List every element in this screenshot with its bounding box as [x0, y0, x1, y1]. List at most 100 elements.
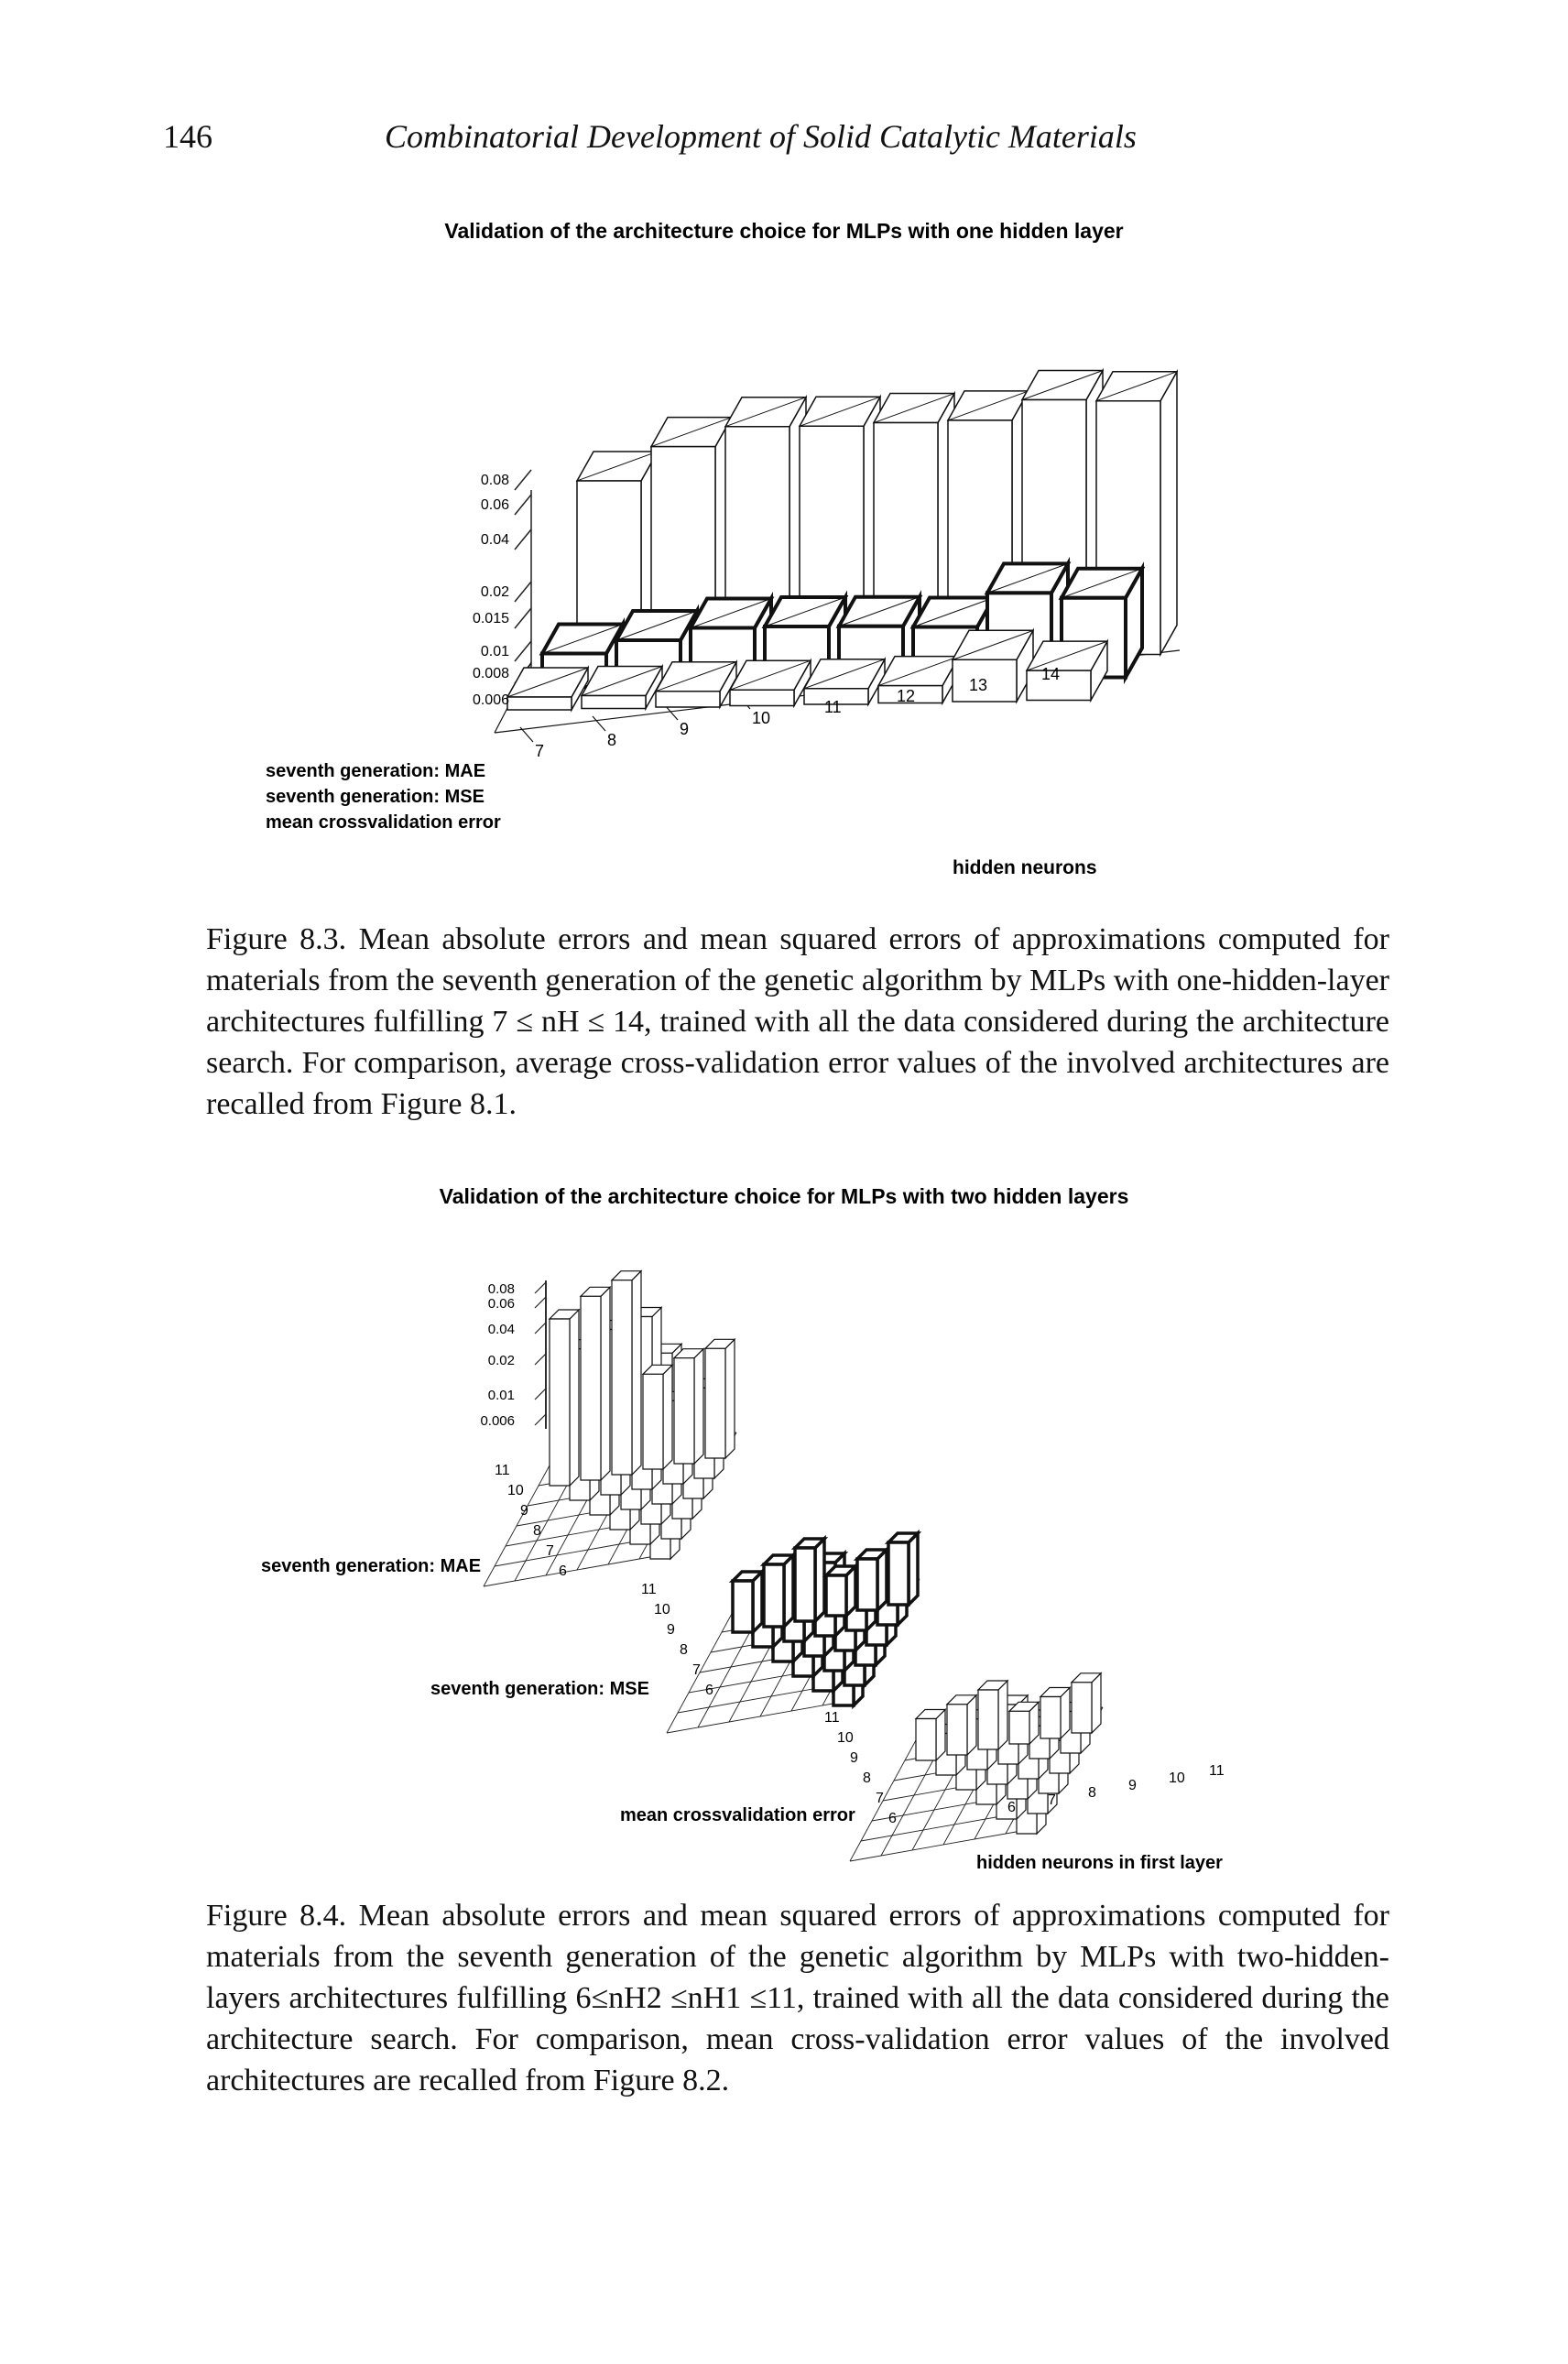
- chart2-z-tick-label: 0.006: [480, 1413, 515, 1429]
- chart2-bar: [945, 1694, 978, 1757]
- chart2-bar: [728, 1567, 767, 1637]
- chart2-second-layer-tick: 6: [559, 1563, 567, 1579]
- chart2-bar: [641, 1363, 674, 1471]
- chart2-first-layer-tick: 11: [1209, 1763, 1225, 1779]
- chart2-bar: [579, 1285, 612, 1482]
- chart1-x-tick-label: 11: [824, 698, 842, 716]
- chart1-x-tick: [519, 726, 534, 743]
- chart1-z-tick: [514, 640, 532, 662]
- chart2-floor-grid: [666, 1699, 855, 1734]
- figure-8-4-chart: Validation of the architecture choice fo…: [261, 1184, 1225, 1873]
- page-number: 146: [163, 118, 212, 155]
- chart2-second-layer-tick: 7: [876, 1791, 884, 1806]
- chart1-legend-cv: mean crossvalidation error: [266, 812, 501, 833]
- running-title: Combinatorial Development of Solid Catal…: [385, 118, 1137, 155]
- chart2-first-layer-tick: 10: [1169, 1770, 1185, 1786]
- chart1-bar: [654, 659, 738, 710]
- chart2-first-layer-tick: 7: [1048, 1792, 1056, 1808]
- chart1-bar: [728, 658, 812, 709]
- chart1-z-tick: [514, 469, 532, 491]
- chart2-first-layer-tick: 6: [1007, 1800, 1016, 1815]
- chart2-z-tick: [534, 1322, 547, 1335]
- chart2-second-layer-tick: 7: [546, 1543, 554, 1559]
- chart2-bar: [790, 1534, 829, 1626]
- chart2-title: Validation of the architecture choice fo…: [440, 1184, 1129, 1208]
- chart2-bar: [610, 1269, 643, 1476]
- chart2-bar: [1039, 1686, 1072, 1740]
- chart1-z-tick-label: 0.015: [473, 611, 509, 626]
- chart1-x-tick: [592, 715, 606, 732]
- chart2-second-layer-tick: 8: [533, 1523, 541, 1539]
- chart1-x-tick-label: 14: [1041, 665, 1060, 683]
- chart1-z-tick-label: 0.01: [481, 644, 509, 659]
- chart2-z-tick-label: 0.06: [488, 1296, 515, 1312]
- chart1-bar: [580, 663, 664, 712]
- chart2-second-layer-tick: 11: [824, 1710, 840, 1726]
- chart2-floor-grid: [483, 1552, 671, 1587]
- chart1-z-tick: [514, 528, 532, 550]
- chart2-z-tick: [534, 1281, 547, 1294]
- chart1-z-tick-label: 0.06: [481, 497, 509, 513]
- figure-8-3-chart: Validation of the architecture choice fo…: [266, 219, 1181, 878]
- chart2-second-layer-tick: 11: [641, 1582, 657, 1597]
- chart2-second-layer-tick: 9: [850, 1750, 858, 1766]
- chart2-bar: [853, 1545, 891, 1615]
- chart2-second-layer-tick: 9: [667, 1622, 675, 1638]
- chart2-legend-cv: mean crossvalidation error: [620, 1805, 855, 1825]
- chart2-bar: [1070, 1672, 1103, 1735]
- chart1-bar: [506, 665, 590, 713]
- chart1-x-tick-label: 12: [897, 687, 915, 705]
- chart1-legend-mae: seventh generation: MAE: [266, 761, 485, 781]
- chart1-z-tick-label: 0.08: [481, 473, 509, 488]
- chart1-z-tick: [514, 581, 532, 603]
- chart2-z-tick: [534, 1413, 547, 1426]
- chart1-bar: [951, 627, 1035, 704]
- chart2-bar: [548, 1308, 581, 1487]
- chart1-xlabel: hidden neurons: [953, 857, 1097, 878]
- chart1-z-tick: [514, 607, 532, 629]
- chart2-second-layer-tick: 6: [888, 1811, 897, 1826]
- chart2-z-tick-label: 0.02: [488, 1353, 515, 1368]
- chart2-first-layer-tick: 8: [1088, 1785, 1096, 1801]
- chart2-bar: [759, 1551, 798, 1631]
- chart2-bar: [914, 1708, 947, 1762]
- chart2-z-tick: [534, 1353, 547, 1366]
- chart2-second-layer-tick: 10: [654, 1602, 670, 1618]
- chart1-x-tick-label: 7: [535, 742, 544, 760]
- figure-8-3-caption: Figure 8.3. Mean absolute errors and mea…: [206, 922, 1389, 1121]
- chart1-z-tick-label: 0.006: [473, 692, 509, 708]
- chart1-x-tick-label: 10: [752, 709, 770, 727]
- chart2-second-layer-tick: 8: [863, 1770, 871, 1786]
- chart1-z-tick: [514, 494, 532, 516]
- chart1-x-tick-label: 8: [607, 731, 616, 749]
- chart2-second-layer-tick: 11: [495, 1463, 510, 1478]
- chart1-x-tick-label: 13: [969, 676, 987, 694]
- chart2-z-tick-label: 0.01: [488, 1388, 515, 1403]
- chart1-bar: [1025, 638, 1109, 703]
- chart2-second-layer-tick: 10: [837, 1730, 854, 1746]
- chart2-bar: [976, 1679, 1009, 1751]
- chart2-second-layer-tick: 8: [680, 1642, 688, 1658]
- chart2-second-layer-tick: 7: [692, 1662, 701, 1678]
- chart2-xlabel: hidden neurons in first layer: [976, 1853, 1223, 1873]
- chart2-bar: [672, 1347, 705, 1465]
- chart2-second-layer-tick: 9: [520, 1503, 528, 1519]
- chart1-legend-mse: seventh generation: MSE: [266, 787, 485, 807]
- chart2-legend-mse: seventh generation: MSE: [430, 1679, 649, 1699]
- chart2-bar: [822, 1562, 860, 1620]
- chart2-floor-grid: [849, 1827, 1038, 1862]
- chart1-z-tick-label: 0.04: [481, 532, 509, 548]
- chart2-legend-mae: seventh generation: MAE: [261, 1556, 481, 1576]
- chart2-bar: [1007, 1700, 1040, 1746]
- chart1-z-tick-label: 0.02: [481, 584, 509, 600]
- chart2-z-tick-label: 0.04: [488, 1322, 515, 1337]
- chart2-bar: [703, 1337, 736, 1460]
- chart1-title: Validation of the architecture choice fo…: [444, 219, 1123, 243]
- chart2-z-tick: [534, 1296, 547, 1309]
- chart1-z-tick-label: 0.008: [473, 666, 509, 681]
- chart1-bar: [802, 656, 887, 707]
- chart2-z-tick-label: 0.08: [488, 1281, 515, 1297]
- chart2-bar: [884, 1529, 922, 1609]
- chart2-second-layer-tick: 6: [705, 1683, 713, 1698]
- figure-8-4-caption: Figure 8.4. Mean absolute errors and mea…: [206, 1899, 1389, 2097]
